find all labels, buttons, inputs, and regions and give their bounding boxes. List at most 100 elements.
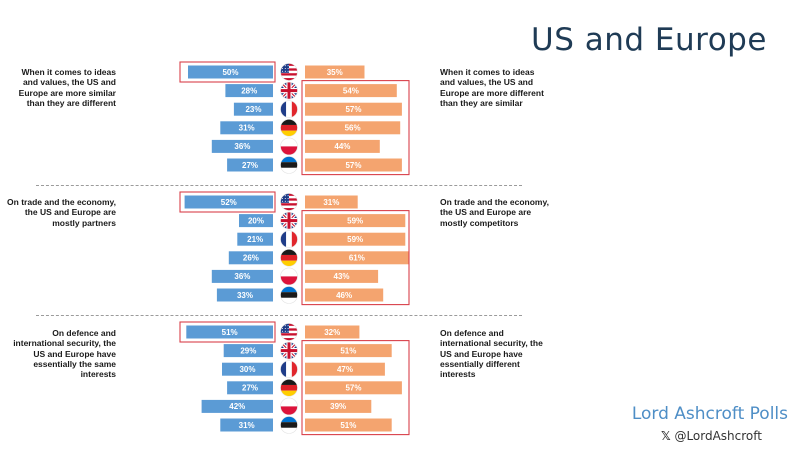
- bar-right-france: [305, 362, 385, 376]
- flag-us-icon-2: [280, 193, 298, 211]
- bar-left-label-germany: 27%: [242, 384, 258, 393]
- panel-divider: [36, 315, 522, 316]
- flag-poland-icon-2: [280, 267, 298, 286]
- bar-right-label-poland: 43%: [334, 272, 350, 281]
- bar-left-estonia: [227, 158, 273, 172]
- flag-uk-icon-2: [280, 211, 298, 230]
- bar-left-label-poland: 36%: [234, 142, 250, 151]
- bar-left-label-france: 23%: [245, 105, 261, 114]
- bar-right-us: [305, 325, 360, 339]
- bar-right-estonia: [305, 418, 392, 432]
- bar-left-poland: [211, 139, 273, 153]
- flag-uk-icon-1: [280, 81, 298, 100]
- handle-text: @LordAshcroft: [674, 429, 762, 443]
- bar-left-label-us: 50%: [222, 68, 238, 77]
- flag-estonia-icon-3: [280, 416, 298, 434]
- bar-left-us: [184, 195, 273, 209]
- flag-france-icon-2: [280, 230, 298, 248]
- panel-1-left-question: When it comes to ideas and values, the U…: [18, 67, 116, 108]
- flag-france-icon-1: [280, 100, 298, 118]
- highlight-box-us: [179, 321, 276, 343]
- bar-right-label-germany: 61%: [349, 254, 365, 263]
- bar-right-france: [305, 232, 406, 246]
- panel-1-right-question: When it comes to ideas and values, the U…: [440, 67, 544, 108]
- bar-left-label-estonia: 33%: [237, 291, 253, 300]
- bar-left-poland: [211, 269, 273, 283]
- bar-right-label-france: 59%: [347, 235, 363, 244]
- bar-right-label-poland: 44%: [334, 142, 350, 151]
- bar-right-label-germany: 57%: [345, 384, 361, 393]
- bar-left-uk: [239, 214, 273, 228]
- bar-right-uk: [305, 84, 397, 98]
- bar-left-estonia: [216, 288, 273, 302]
- brand-logo-text: Lord Ashcroft Polls: [631, 404, 788, 424]
- bar-right-germany: [305, 121, 401, 135]
- bar-right-uk: [305, 214, 406, 228]
- bar-left-label-germany: 26%: [243, 254, 259, 263]
- flag-poland-icon-3: [280, 397, 298, 416]
- social-handle: 𝕏 @LordAshcroft: [661, 429, 762, 443]
- bar-right-label-germany: 56%: [345, 124, 361, 133]
- bar-left-label-germany: 31%: [239, 124, 255, 133]
- bar-right-label-estonia: 46%: [336, 291, 352, 300]
- bar-left-us: [188, 65, 273, 79]
- bar-left-germany: [220, 121, 273, 135]
- bar-left-estonia: [220, 418, 273, 432]
- bar-left-france: [237, 232, 273, 246]
- panel-divider: [36, 185, 522, 186]
- bar-left-france: [233, 102, 273, 116]
- bar-right-label-us: 31%: [323, 198, 339, 207]
- bar-left-label-estonia: 27%: [242, 161, 258, 170]
- bar-right-label-france: 47%: [337, 365, 353, 374]
- bar-left-label-estonia: 31%: [239, 421, 255, 430]
- flag-germany-icon-2: [280, 248, 298, 267]
- bar-right-label-estonia: 57%: [345, 161, 361, 170]
- panel-2-left-question: On trade and the economy, the US and Eur…: [7, 197, 116, 228]
- bar-right-label-uk: 51%: [340, 346, 356, 355]
- highlight-box-us: [179, 191, 276, 213]
- bar-right-poland: [305, 139, 380, 153]
- bar-left-label-us: 52%: [221, 198, 237, 207]
- bar-right-us: [305, 195, 358, 209]
- bar-left-poland: [201, 399, 273, 413]
- flag-germany-icon-1: [280, 119, 298, 137]
- flag-poland-icon-1: [280, 137, 298, 156]
- bar-left-label-france: 21%: [247, 235, 263, 244]
- flag-germany-icon-3: [280, 378, 298, 397]
- bar-left-label-uk: 20%: [248, 216, 264, 225]
- bar-right-uk: [305, 344, 392, 358]
- flag-estonia-icon-2: [280, 286, 298, 304]
- bar-left-germany: [228, 251, 273, 265]
- panel-3-right-question: On defence and international security, t…: [440, 328, 543, 380]
- x-icon: 𝕏: [660, 429, 671, 443]
- bar-left-germany: [227, 381, 273, 395]
- bar-left-label-uk: 28%: [241, 86, 257, 95]
- bar-left-label-uk: 29%: [240, 346, 256, 355]
- bar-left-label-us: 51%: [222, 328, 238, 337]
- chart-title: US and Europe: [531, 22, 767, 58]
- bar-right-germany: [305, 251, 409, 265]
- bar-right-label-us: 32%: [324, 328, 340, 337]
- bar-left-uk: [225, 84, 273, 98]
- flag-france-icon-3: [280, 360, 298, 379]
- bar-left-us: [186, 325, 273, 339]
- bar-right-label-poland: 39%: [330, 402, 346, 411]
- highlight-box-europe: [301, 340, 410, 436]
- bar-left-label-poland: 36%: [234, 272, 250, 281]
- bar-left-uk: [223, 344, 273, 358]
- bar-right-label-france: 57%: [345, 105, 361, 114]
- bar-right-estonia: [305, 288, 384, 302]
- bar-right-us: [305, 65, 365, 79]
- bar-right-label-uk: 59%: [347, 216, 363, 225]
- bar-right-germany: [305, 381, 402, 395]
- flag-uk-icon-3: [280, 341, 298, 360]
- flag-us-icon-1: [280, 63, 298, 81]
- bar-right-poland: [305, 269, 379, 283]
- bar-right-label-us: 35%: [327, 68, 343, 77]
- highlight-box-europe: [301, 80, 410, 176]
- panel-2-right-question: On trade and the economy, the US and Eur…: [440, 197, 549, 228]
- bar-left-label-poland: 42%: [229, 402, 245, 411]
- flag-us-icon-3: [280, 323, 298, 341]
- highlight-box-europe: [301, 210, 410, 306]
